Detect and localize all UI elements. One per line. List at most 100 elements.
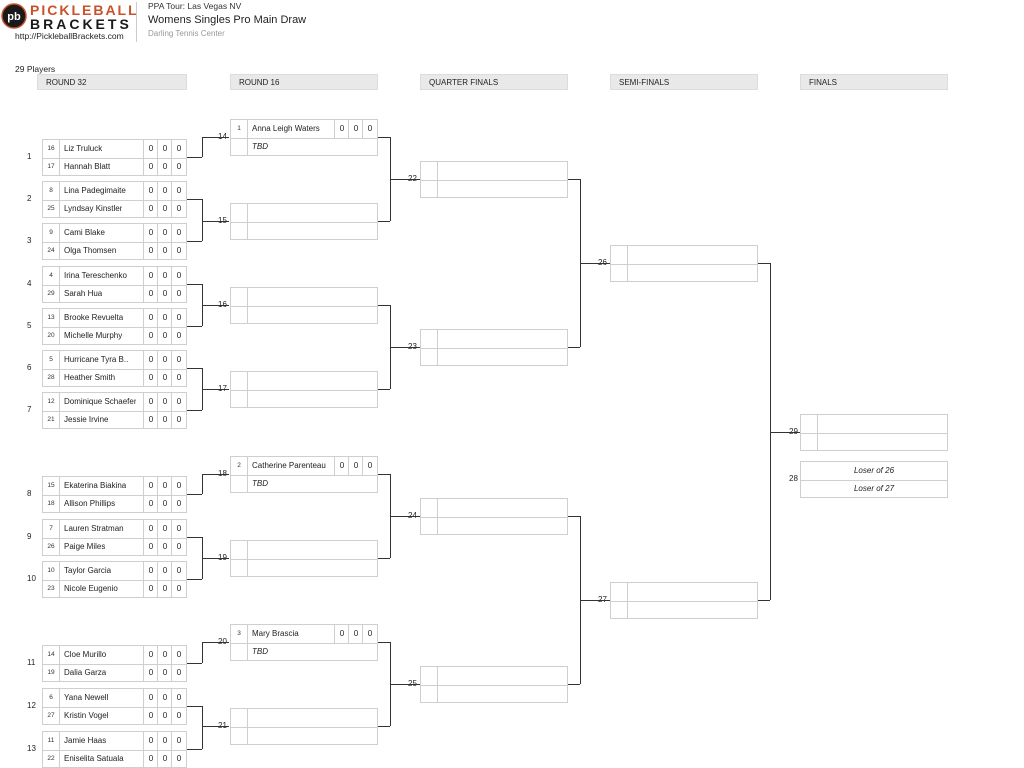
site-logo[interactable]: pb PICKLEBALL BRACKETS <box>0 0 137 44</box>
player-seed <box>231 372 248 390</box>
player-name: Lyndsay Kinstler <box>64 204 123 213</box>
event-title: Womens Singles Pro Main Draw <box>148 14 307 26</box>
player-slot[interactable] <box>611 601 757 619</box>
player-slot[interactable] <box>801 414 947 434</box>
player-slot[interactable] <box>231 727 377 745</box>
player-slot[interactable] <box>231 204 377 223</box>
match-quarterfinal[interactable] <box>420 498 568 535</box>
match-semifinal[interactable] <box>610 582 758 619</box>
player-slot[interactable]: TBD <box>231 643 377 661</box>
player-slot[interactable] <box>231 709 377 728</box>
player-slot[interactable] <box>421 667 567 686</box>
match-number: 12 <box>27 701 36 710</box>
player-seed <box>231 204 248 222</box>
player-slot[interactable] <box>421 499 567 518</box>
match-r16[interactable] <box>230 203 378 240</box>
match-quarterfinal[interactable] <box>420 329 568 366</box>
player-slot[interactable] <box>231 306 377 324</box>
player-slot[interactable]: TBD <box>231 138 377 156</box>
game-score: 0 <box>157 182 172 200</box>
site-url-link[interactable]: http://PickleballBrackets.com <box>15 31 124 41</box>
player-slot[interactable] <box>231 541 377 560</box>
match-r16[interactable] <box>230 708 378 745</box>
player-slot[interactable] <box>801 432 947 451</box>
player-slot[interactable]: Loser of 26 <box>801 462 947 481</box>
match-final[interactable] <box>800 413 948 451</box>
player-slot[interactable] <box>611 264 757 282</box>
player-slot[interactable] <box>421 517 567 535</box>
player-slot[interactable] <box>611 583 757 602</box>
player-slot[interactable] <box>231 288 377 307</box>
player-name: Ekaterina Biakina <box>64 481 127 490</box>
game-score: 0 <box>171 351 186 369</box>
player-slot[interactable] <box>231 222 377 240</box>
player-slot[interactable]: Loser of 27 <box>801 480 947 498</box>
match-r16[interactable] <box>230 540 378 577</box>
player-slot[interactable] <box>421 180 567 198</box>
player-slot[interactable] <box>421 162 567 181</box>
bracket-connector-line <box>378 726 390 727</box>
player-slot[interactable] <box>421 685 567 703</box>
match-r16[interactable] <box>230 287 378 324</box>
player-slot[interactable] <box>611 246 757 265</box>
player-slot[interactable] <box>421 348 567 366</box>
player-slot[interactable] <box>231 390 377 408</box>
player-slot[interactable]: TBD <box>231 475 377 493</box>
match-number: 27 <box>598 595 607 604</box>
player-slot[interactable] <box>231 559 377 577</box>
match-r16[interactable] <box>230 371 378 408</box>
match-quarterfinal[interactable] <box>420 666 568 703</box>
match-quarterfinal[interactable] <box>420 161 568 198</box>
match-semifinal[interactable] <box>610 245 758 282</box>
player-slot[interactable] <box>231 372 377 391</box>
match-number: 7 <box>27 405 32 414</box>
player-slot[interactable] <box>421 330 567 349</box>
